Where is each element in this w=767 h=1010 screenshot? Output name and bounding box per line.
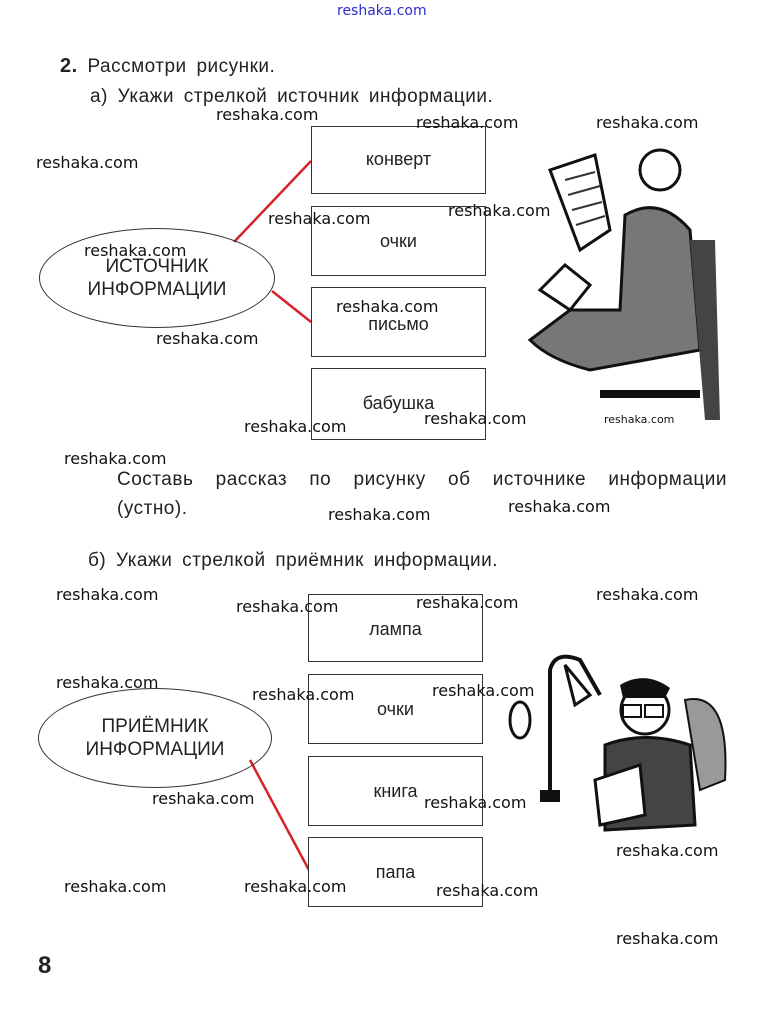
watermark: reshaka.com (596, 113, 699, 132)
box-lamp[interactable]: лампа (308, 594, 483, 662)
source-oval: ИСТОЧНИК ИНФОРМАЦИИ (39, 228, 275, 328)
watermark: reshaka.com (84, 241, 187, 260)
watermark: reshaka.com (448, 201, 551, 220)
page-number: 8 (38, 952, 52, 979)
watermark: reshaka.com (416, 593, 519, 612)
box-envelope[interactable]: конверт (311, 126, 486, 194)
source-oval-label: ИСТОЧНИК ИНФОРМАЦИИ (87, 256, 227, 300)
box-glasses-b[interactable]: очки (308, 674, 483, 744)
receiver-oval-label: ПРИЁМНИК ИНФОРМАЦИИ (85, 716, 225, 760)
watermark[interactable]: reshaka.com (337, 3, 427, 19)
watermark: reshaka.com (236, 597, 339, 616)
watermark: reshaka.com (616, 841, 719, 860)
watermark: reshaka.com (64, 877, 167, 896)
box-book[interactable]: книга (308, 756, 483, 826)
answer-line-a2 (271, 290, 312, 323)
grandmother-reading-illustration (527, 148, 720, 420)
watermark: reshaka.com (336, 297, 439, 316)
box-letter[interactable]: письмо (311, 287, 486, 357)
task-heading: 2. Рассмотри рисунки. (60, 55, 275, 78)
watermark: reshaka.com (56, 673, 159, 692)
box-dad[interactable]: папа (308, 837, 483, 907)
task-title: Рассмотри рисунки. (87, 56, 276, 77)
box-glasses[interactable]: очки (311, 206, 486, 276)
watermark: reshaka.com (432, 681, 535, 700)
watermark: reshaka.com (436, 881, 539, 900)
watermark: reshaka.com (604, 413, 675, 426)
watermark: reshaka.com (268, 209, 371, 228)
watermark: reshaka.com (596, 585, 699, 604)
dad-reading-illustration (508, 654, 727, 832)
watermark: reshaka.com (328, 505, 431, 524)
watermark: reshaka.com (424, 409, 527, 428)
watermark: reshaka.com (416, 113, 519, 132)
watermark: reshaka.com (252, 685, 355, 704)
watermark: reshaka.com (244, 417, 347, 436)
story-prompt: Составь рассказ по рисунку об источнике … (117, 469, 727, 519)
part-a-instruction: а) Укажи стрелкой источник информации. (90, 86, 494, 107)
watermark: reshaka.com (64, 449, 167, 468)
watermark: reshaka.com (156, 329, 259, 348)
box-grandmother[interactable]: бабушка (311, 368, 486, 440)
answer-line-a1 (233, 160, 312, 243)
watermark: reshaka.com (152, 789, 255, 808)
watermark: reshaka.com (216, 105, 319, 124)
watermark: reshaka.com (424, 793, 527, 812)
part-b-instruction: б) Укажи стрелкой приёмник информации. (88, 550, 499, 571)
receiver-oval: ПРИЁМНИК ИНФОРМАЦИИ (38, 688, 272, 788)
watermark: reshaka.com (244, 877, 347, 896)
watermark: reshaka.com (508, 497, 611, 516)
watermark: reshaka.com (36, 153, 139, 172)
answer-line-b (248, 759, 312, 873)
watermark: reshaka.com (56, 585, 159, 604)
watermark: reshaka.com (616, 929, 719, 948)
task-number: 2. (60, 55, 78, 77)
